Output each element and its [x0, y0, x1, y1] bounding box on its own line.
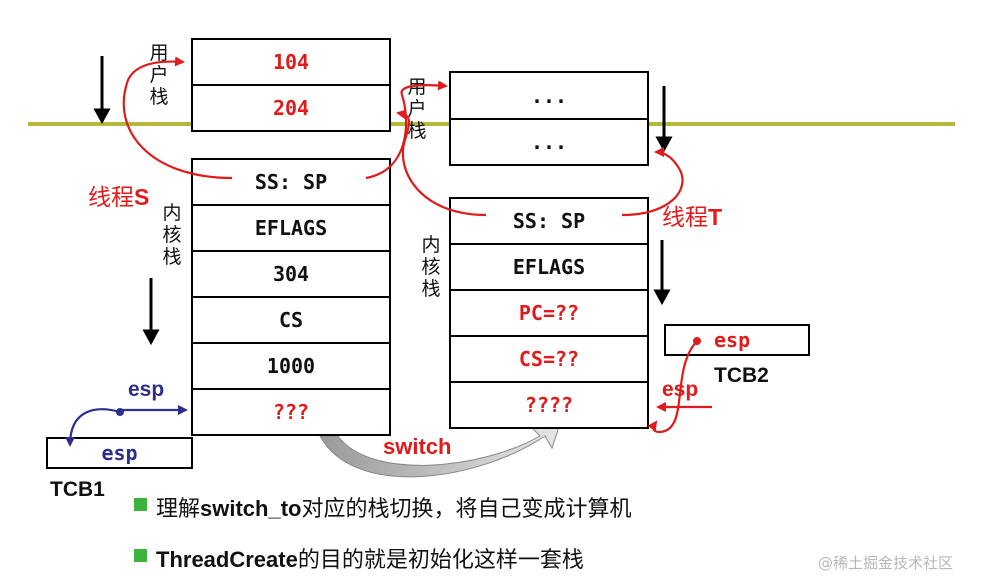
bullet-text-1: 理解switch_to对应的栈切换，将自己变成计算机	[156, 496, 632, 522]
s-user-stack-cell: 104	[191, 38, 391, 86]
esp-left-label: esp	[128, 378, 165, 401]
t-kernel-cell-unknown: ????	[449, 381, 649, 429]
esp-right-label: esp	[662, 378, 699, 401]
t-kernel-cell-ss-sp: SS: SP	[449, 197, 649, 245]
s-kernel-cell-1000: 1000	[191, 342, 391, 390]
tcb2-esp-field: esp	[664, 324, 810, 356]
thread-t-label: 线程T	[662, 204, 723, 231]
s-user-stack-cell: 204	[191, 84, 391, 132]
t-user-stack-label: 用户栈	[407, 76, 427, 142]
t-user-stack-cell: ...	[449, 118, 649, 166]
t-user-stack-cell: ...	[449, 71, 649, 120]
bullet-text-2: ThreadCreate的目的就是初始化这样一套栈	[156, 547, 584, 573]
s-kernel-cell-eflags: EFLAGS	[191, 204, 391, 252]
t-kernel-cell-pc: PC=??	[449, 289, 649, 337]
s-kernel-cell-ret: 304	[191, 250, 391, 298]
thread-s-label: 线程S	[88, 184, 150, 211]
tcb2-label: TCB2	[714, 364, 769, 387]
t-kernel-stack-label: 内核栈	[421, 234, 441, 300]
bullet-marker	[134, 549, 147, 562]
s-kernel-stack-label: 内核栈	[162, 202, 182, 268]
stack-growth-arrows	[93, 56, 673, 346]
bullet-marker	[134, 498, 147, 511]
t-kernel-cell-cs: CS=??	[449, 335, 649, 383]
s-kernel-cell-cs: CS	[191, 296, 391, 344]
tcb1-label: TCB1	[50, 478, 105, 501]
t-kernel-cell-eflags: EFLAGS	[449, 243, 649, 291]
switch-label: switch	[383, 434, 452, 459]
tcb1-esp-field: esp	[46, 437, 193, 469]
s-user-stack-label: 用户栈	[149, 42, 169, 108]
s-kernel-cell-ss-sp: SS: SP	[191, 158, 391, 206]
watermark: @稀土掘金技术社区	[818, 554, 954, 572]
s-kernel-cell-unknown: ???	[191, 388, 391, 436]
